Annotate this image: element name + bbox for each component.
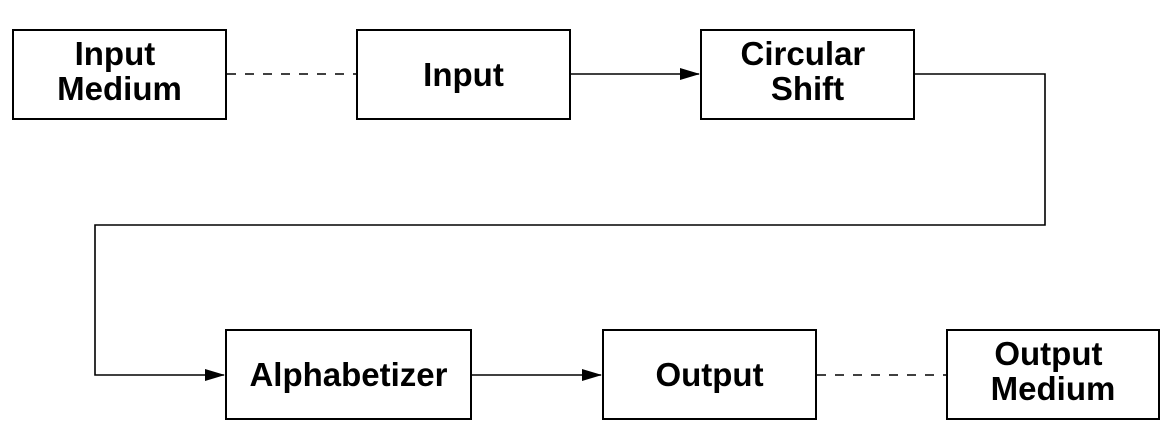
- node-input-label: Input: [423, 56, 504, 93]
- node-output-medium-line-1: Output: [994, 335, 1102, 372]
- node-alphabetizer: Alphabetizer: [225, 329, 472, 420]
- node-circular-shift: Circular Shift: [700, 29, 915, 120]
- node-input-medium-line-2: Medium: [57, 70, 182, 107]
- edge-circular-shift-to-alphabetizer: [94, 73, 1046, 381]
- node-alphabetizer-label: Alphabetizer: [249, 356, 447, 393]
- svg-text:Output Medium: Output Medium: [991, 335, 1116, 407]
- node-output-label: Output: [655, 356, 763, 393]
- node-output-medium: Output Medium: [946, 329, 1160, 420]
- node-input-medium: Input Medium: [12, 29, 227, 120]
- node-circular-shift-line-1: Circular: [741, 35, 866, 72]
- node-output: Output: [602, 329, 817, 420]
- node-circular-shift-line-2: Shift: [771, 70, 844, 107]
- node-input-medium-line-1: Input: [75, 35, 156, 72]
- svg-text:Circular Shift: Circular Shift: [741, 35, 875, 107]
- edges: [94, 68, 1046, 381]
- node-input: Input: [356, 29, 571, 120]
- svg-text:Input Medium: Input Medium: [57, 35, 182, 107]
- node-output-medium-line-2: Medium: [991, 370, 1116, 407]
